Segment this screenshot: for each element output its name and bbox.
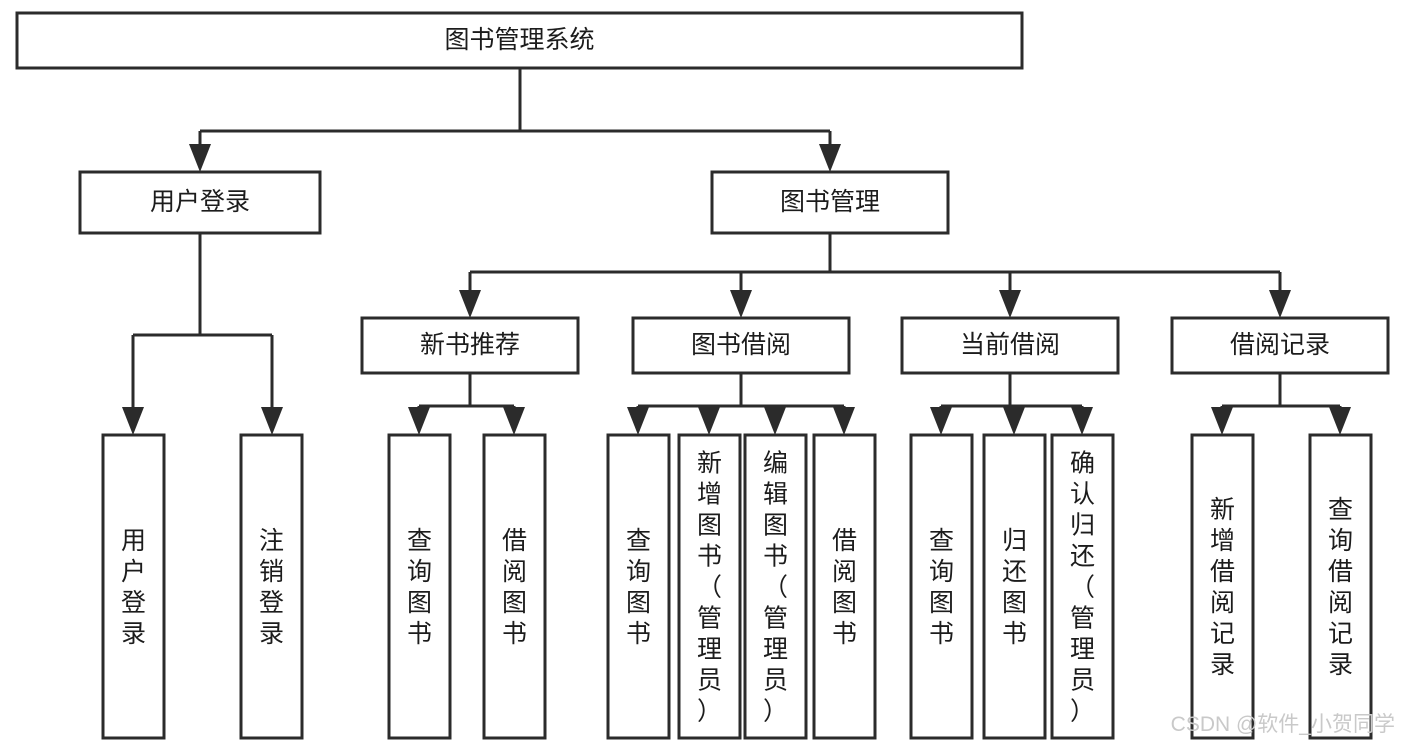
node-label: 用户登录 bbox=[150, 188, 250, 216]
leaf-leaf-recommend-query-book[interactable]: 查询图书 bbox=[387, 433, 452, 740]
node-box bbox=[15, 11, 1024, 70]
leaf-leaf-borrow-query-book[interactable]: 查询图书 bbox=[606, 433, 671, 740]
node-new-book-recommend[interactable]: 新书推荐 bbox=[360, 316, 580, 375]
node-label: 当前借阅 bbox=[960, 331, 1060, 359]
arrow-head-icon bbox=[503, 407, 525, 435]
node-label: 新书推荐 bbox=[420, 331, 520, 359]
arrow-head-icon bbox=[819, 144, 841, 172]
leaf-leaf-current-return-book[interactable]: 归还图书 bbox=[982, 433, 1047, 740]
node-label: 图书管理系统 bbox=[444, 26, 594, 54]
node-label: 确认归还（管理员） bbox=[1070, 449, 1095, 725]
node-user-login[interactable]: 用户登录 bbox=[78, 170, 322, 235]
arrow-head-icon bbox=[930, 407, 952, 435]
leaf-leaf-borrow-borrow-book[interactable]: 借阅图书 bbox=[812, 433, 877, 740]
node-box bbox=[1190, 433, 1255, 740]
arrow-head-icon bbox=[1269, 290, 1291, 318]
arrow-head-icon bbox=[1211, 407, 1233, 435]
arrow-head-icon bbox=[764, 407, 786, 435]
arrow-head-icon bbox=[1329, 407, 1351, 435]
node-label: 图书管理 bbox=[780, 188, 880, 216]
node-label: 查询图书 bbox=[929, 527, 954, 648]
node-current-borrow[interactable]: 当前借阅 bbox=[900, 316, 1120, 375]
arrow-head-icon bbox=[730, 290, 752, 318]
leaf-leaf-recommend-borrow-book[interactable]: 借阅图书 bbox=[482, 433, 547, 740]
node-box bbox=[360, 316, 580, 375]
arrow-head-icon bbox=[261, 407, 283, 435]
node-book-borrow[interactable]: 图书借阅 bbox=[631, 316, 851, 375]
node-box bbox=[482, 433, 547, 740]
arrow-head-icon bbox=[408, 407, 430, 435]
arrow-head-icon bbox=[1071, 407, 1093, 435]
node-box bbox=[631, 316, 851, 375]
node-label: 注销登录 bbox=[259, 527, 284, 648]
node-box bbox=[239, 433, 304, 740]
node-box bbox=[710, 170, 950, 235]
node-label: 编辑图书（管理员） bbox=[763, 449, 788, 725]
csdn-watermark: CSDN @软件_小贺同学 bbox=[1171, 713, 1395, 736]
node-box bbox=[677, 433, 742, 740]
arrow-head-icon bbox=[189, 144, 211, 172]
node-label: 借阅图书 bbox=[502, 527, 527, 648]
leaf-leaf-user-login[interactable]: 用户登录 bbox=[101, 433, 166, 740]
node-root[interactable]: 图书管理系统 bbox=[15, 11, 1024, 70]
node-box bbox=[101, 433, 166, 740]
leaf-leaf-borrow-edit-book[interactable]: 编辑图书（管理员） bbox=[743, 433, 808, 740]
node-label: 查询图书 bbox=[407, 527, 432, 648]
node-box bbox=[909, 433, 974, 740]
leaf-leaf-current-query-book[interactable]: 查询图书 bbox=[909, 433, 974, 740]
node-label: 新增借阅记录 bbox=[1210, 496, 1235, 679]
arrow-head-icon bbox=[698, 407, 720, 435]
node-book-management[interactable]: 图书管理 bbox=[710, 170, 950, 235]
node-layer: 图书管理系统用户登录图书管理新书推荐图书借阅当前借阅借阅记录用户登录注销登录查询… bbox=[15, 11, 1390, 740]
node-box bbox=[982, 433, 1047, 740]
node-box bbox=[1050, 433, 1115, 740]
arrow-head-icon bbox=[122, 407, 144, 435]
connector-layer bbox=[122, 68, 1351, 435]
leaf-leaf-record-add[interactable]: 新增借阅记录 bbox=[1190, 433, 1255, 740]
arrow-head-icon bbox=[627, 407, 649, 435]
node-label: 用户登录 bbox=[121, 527, 146, 648]
leaf-leaf-borrow-add-book[interactable]: 新增图书（管理员） bbox=[677, 433, 742, 740]
node-label: 查询图书 bbox=[626, 527, 651, 648]
leaf-leaf-record-query[interactable]: 查询借阅记录 bbox=[1308, 433, 1373, 740]
node-box bbox=[78, 170, 322, 235]
node-borrow-record[interactable]: 借阅记录 bbox=[1170, 316, 1390, 375]
arrow-head-icon bbox=[999, 290, 1021, 318]
node-label: 查询借阅记录 bbox=[1328, 496, 1353, 679]
node-box bbox=[606, 433, 671, 740]
node-box bbox=[900, 316, 1120, 375]
leaf-leaf-current-confirm-return[interactable]: 确认归还（管理员） bbox=[1050, 433, 1115, 740]
node-label: 借阅图书 bbox=[832, 527, 857, 648]
arrow-head-icon bbox=[833, 407, 855, 435]
arrow-head-icon bbox=[459, 290, 481, 318]
node-box bbox=[1308, 433, 1373, 740]
leaf-leaf-user-logout[interactable]: 注销登录 bbox=[239, 433, 304, 740]
node-label: 图书借阅 bbox=[691, 331, 791, 359]
node-box bbox=[812, 433, 877, 740]
node-box bbox=[1170, 316, 1390, 375]
node-box bbox=[387, 433, 452, 740]
node-label: 归还图书 bbox=[1002, 527, 1027, 648]
node-label: 新增图书（管理员） bbox=[697, 449, 722, 725]
node-label: 借阅记录 bbox=[1230, 331, 1330, 359]
arrow-head-icon bbox=[1003, 407, 1025, 435]
node-box bbox=[743, 433, 808, 740]
